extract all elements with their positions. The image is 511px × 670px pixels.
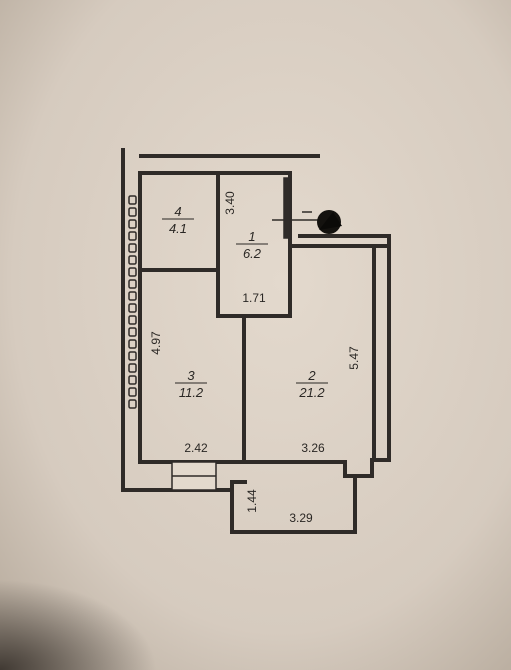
dimension-balcony-width: 3.29 [289, 511, 313, 525]
dimension-room3-height: 4.97 [149, 331, 163, 355]
wall-hatch-mark [128, 351, 137, 361]
dimension-room2-width: 3.26 [301, 441, 325, 455]
dimension-room1-width: 1.71 [242, 291, 266, 305]
room-number: 1 [248, 229, 255, 244]
wall-hatch-mark [128, 207, 137, 217]
wall-hatch-mark [128, 195, 137, 205]
wall-hatch-mark [128, 375, 137, 385]
wall-hatch-mark [128, 303, 137, 313]
wall-hatch-mark [128, 339, 137, 349]
dimension-room2-height: 5.47 [347, 346, 361, 370]
wall-hatch-mark [128, 315, 137, 325]
room-number: 2 [307, 368, 316, 383]
room-area: 21.2 [298, 385, 325, 400]
wall-hatch-mark [128, 243, 137, 253]
room-area: 4.1 [169, 221, 187, 236]
wall-hatch-mark [128, 399, 137, 409]
room-label-1: 16.2 [236, 229, 268, 261]
room-area: 6.2 [243, 246, 262, 261]
room-label-4: 44.1 [162, 204, 194, 236]
room-number: 4 [174, 204, 181, 219]
wall-hatch-mark [128, 231, 137, 241]
entrance-features [272, 177, 318, 239]
window-room3 [171, 461, 217, 491]
wall-hatch-mark [128, 267, 137, 277]
wall-hatch-mark [128, 219, 137, 229]
wall-hatch-mark [128, 291, 137, 301]
paper-edge-shadow [0, 520, 260, 670]
wall-hatch-mark [128, 279, 137, 289]
room-number: 3 [187, 368, 195, 383]
dimension-balcony-height: 1.44 [245, 489, 259, 513]
dimension-room3-width: 2.42 [184, 441, 208, 455]
room-label-3: 311.2 [175, 368, 207, 400]
entrance-door-icon [317, 210, 342, 234]
left-wall-hatching [128, 195, 137, 409]
room-label-2: 221.2 [296, 368, 328, 400]
wall-hatch-mark [128, 255, 137, 265]
wall-hatch-mark [128, 387, 137, 397]
wall-hatch-mark [128, 327, 137, 337]
room-area: 11.2 [179, 385, 204, 400]
dimension-room1-height: 3.40 [223, 191, 237, 215]
wall-hatch-mark [128, 363, 137, 373]
